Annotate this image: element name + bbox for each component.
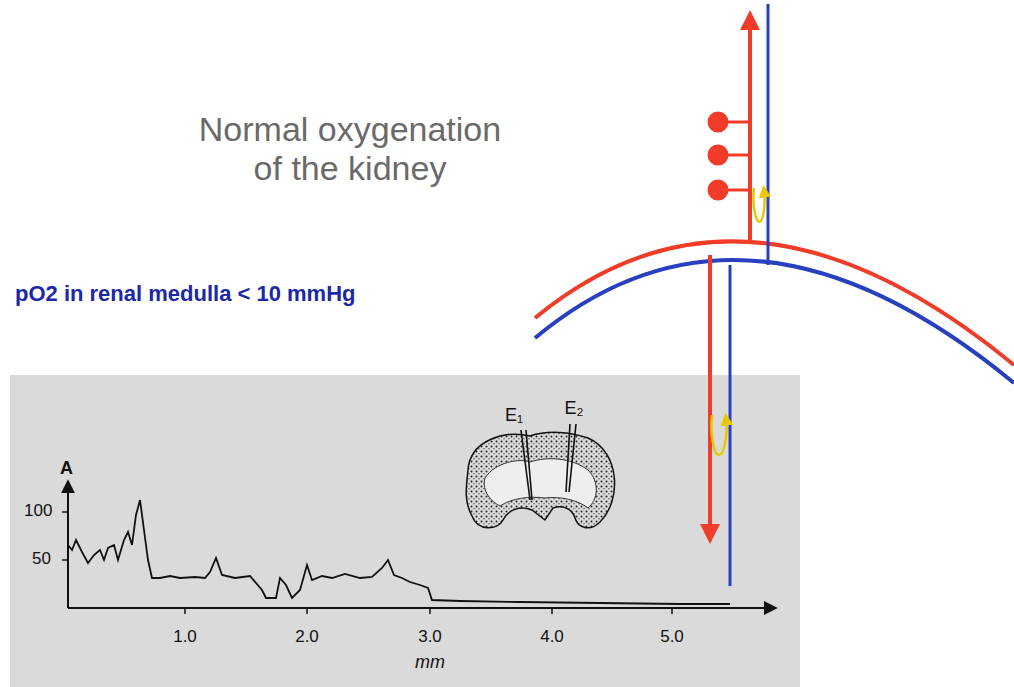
tick-label: 1.0 xyxy=(173,627,197,647)
tick-label: 4.0 xyxy=(540,627,564,647)
tick-label: 2.0 xyxy=(295,627,319,647)
slide-title: Normal oxygenation of the kidney xyxy=(185,110,515,188)
medulla-note: pO2 in renal medulla < 10 mmHg xyxy=(15,281,356,306)
axis-label: A xyxy=(60,458,73,479)
tick-label: 3.0 xyxy=(418,627,442,647)
electrode-label: E₁ xyxy=(505,405,523,426)
photo-panel xyxy=(10,375,800,687)
axis-unit: mm xyxy=(415,652,445,673)
tick-label: 50 xyxy=(32,549,51,569)
electrode-label: E₂ xyxy=(565,398,584,419)
tick-label: 100 xyxy=(24,501,52,521)
tick-label: 5.0 xyxy=(660,627,684,647)
